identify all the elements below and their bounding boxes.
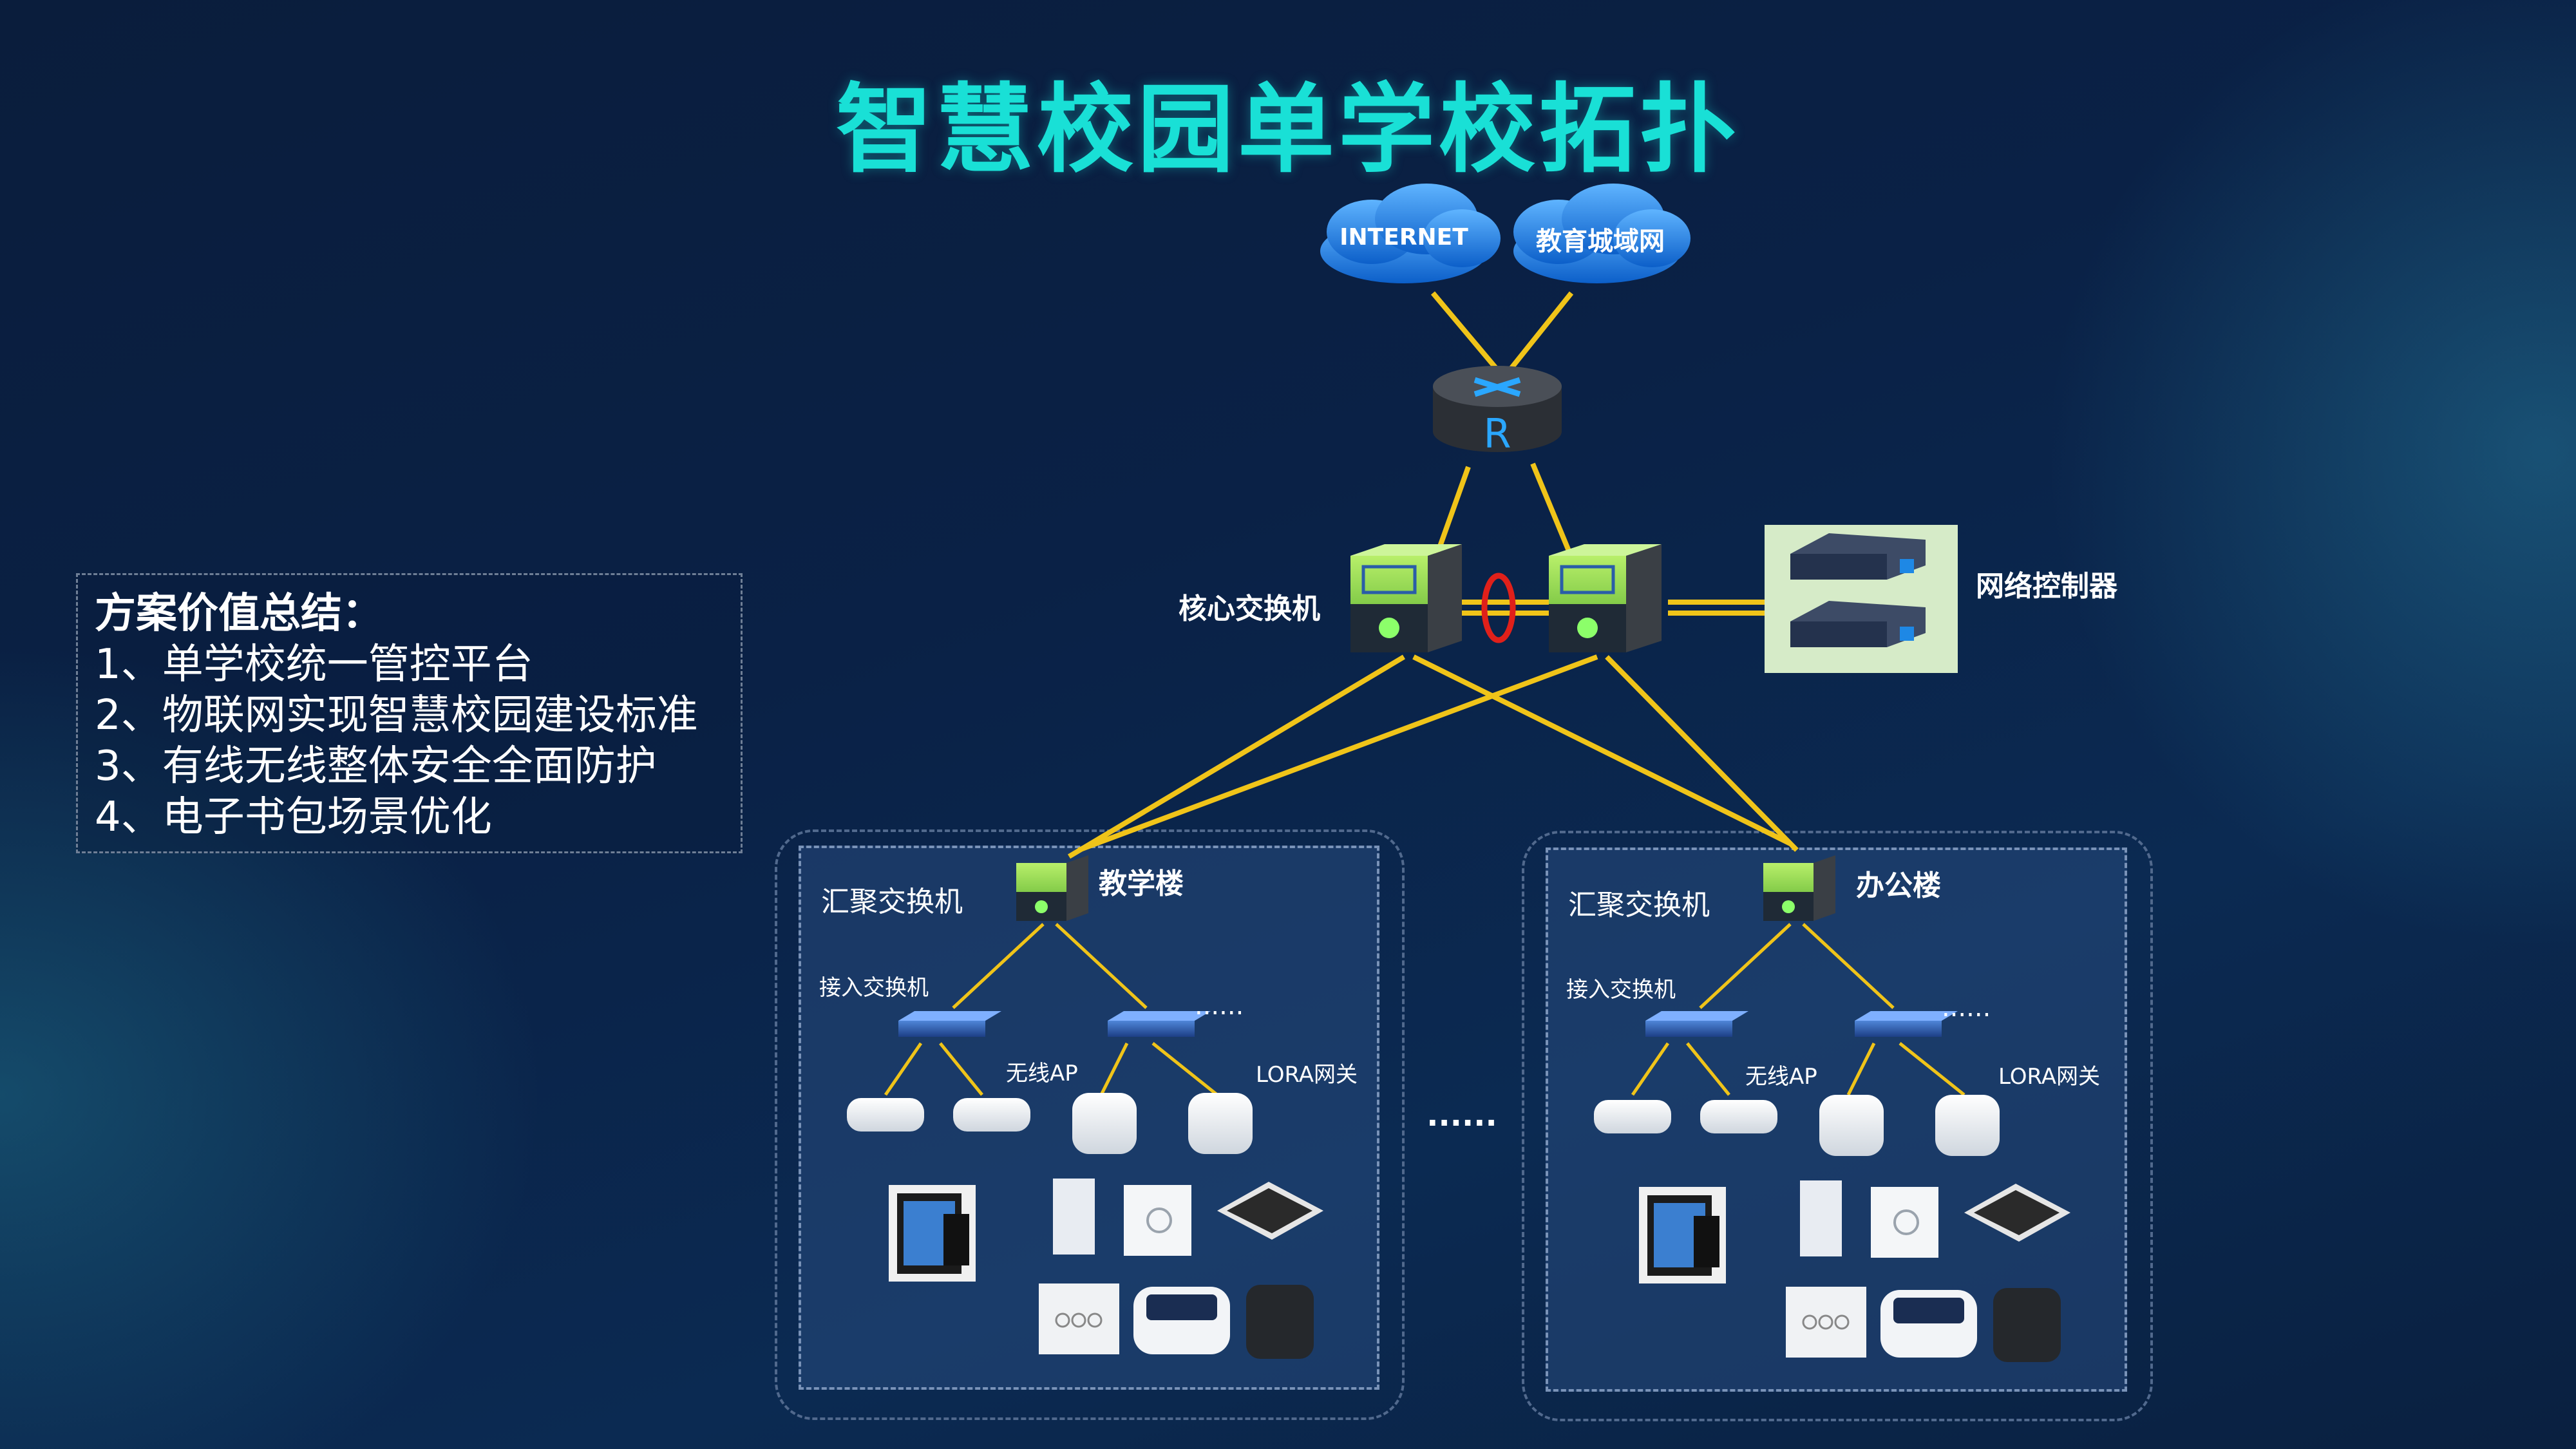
- summary-heading: 方案价值总结：: [95, 590, 383, 638]
- access-switch-office-2-icon: [1855, 1011, 1958, 1037]
- ap-icons-teaching: [847, 1098, 1030, 1132]
- sensor-devices-teaching: [1039, 1179, 1323, 1359]
- summary-item-2: 2、物联网实现智慧校园建设标准: [95, 692, 698, 739]
- tablet-phone-icon-office: [1639, 1187, 1726, 1283]
- core-switch-label: 核心交换机: [1179, 592, 1320, 625]
- access-switch-teaching-1-icon: [898, 1011, 1001, 1037]
- access-switch-teaching-2-icon: [1108, 1011, 1211, 1037]
- internet-cloud-label: INTERNET: [1340, 224, 1468, 251]
- ap-label-office: 无线AP: [1745, 1064, 1817, 1090]
- building-devices-office: [1594, 855, 2070, 1362]
- building-name-teaching: 教学楼: [1099, 867, 1184, 900]
- access-switch-office-1-icon: [1645, 1011, 1748, 1037]
- page-title: 智慧校园单学校拓扑: [835, 74, 1740, 186]
- internet-cloud: [1320, 184, 1501, 283]
- edu-network-cloud-label: 教育城域网: [1536, 227, 1665, 256]
- lag-lines: [1462, 600, 1765, 616]
- summary-item-1: 1、单学校统一管控平台: [95, 641, 533, 688]
- controller-label: 网络控制器: [1976, 570, 2118, 603]
- core-switch-left-icon: [1350, 544, 1462, 652]
- building-name-office: 办公楼: [1856, 869, 1941, 902]
- aggregation-label-teaching: 汇聚交换机: [821, 886, 963, 918]
- ap-label-teaching: 无线AP: [1006, 1061, 1078, 1086]
- access-label-office: 接入交换机: [1566, 977, 1676, 1003]
- lora-label-office: LORA网关: [1998, 1064, 2100, 1090]
- lora-gateway-icons-teaching: [1072, 1093, 1253, 1154]
- uplink-lines: [1067, 291, 1799, 859]
- access-dots-teaching: ......: [1195, 991, 1244, 1021]
- core-switch-right-icon: [1549, 544, 1662, 652]
- router-label: R: [1483, 410, 1511, 457]
- aggregation-label-office: 汇聚交换机: [1568, 889, 1710, 922]
- network-controller-icon: [1765, 525, 1958, 673]
- summary-box: 方案价值总结： 1、单学校统一管控平台 2、物联网实现智慧校园建设标准 3、有线…: [76, 573, 743, 853]
- lora-label-teaching: LORA网关: [1256, 1062, 1358, 1088]
- ap-icons-office: [1594, 1100, 1777, 1133]
- aggregation-switch-teaching-icon: [1016, 855, 1088, 921]
- lora-gateway-icons-office: [1819, 1095, 2000, 1156]
- summary-item-4: 4、电子书包场景优化: [95, 793, 492, 841]
- aggregation-switch-office-icon: [1763, 855, 1835, 921]
- router-icon: [1433, 366, 1562, 452]
- building-devices-teaching: [847, 855, 1323, 1359]
- lag-ring: [1481, 573, 1516, 643]
- building-zone-teaching: [775, 829, 1405, 1420]
- sensor-devices-office: [1786, 1180, 2070, 1362]
- building-zone-office: [1522, 831, 2153, 1421]
- access-label-teaching: 接入交换机: [819, 975, 929, 1001]
- tablet-phone-icon: [889, 1185, 976, 1282]
- access-dots-office: ......: [1942, 993, 1991, 1023]
- summary-item-3: 3、有线无线整体安全全面防护: [95, 743, 657, 790]
- between-buildings-dots: ......: [1426, 1097, 1497, 1133]
- edu-network-cloud: [1513, 184, 1690, 283]
